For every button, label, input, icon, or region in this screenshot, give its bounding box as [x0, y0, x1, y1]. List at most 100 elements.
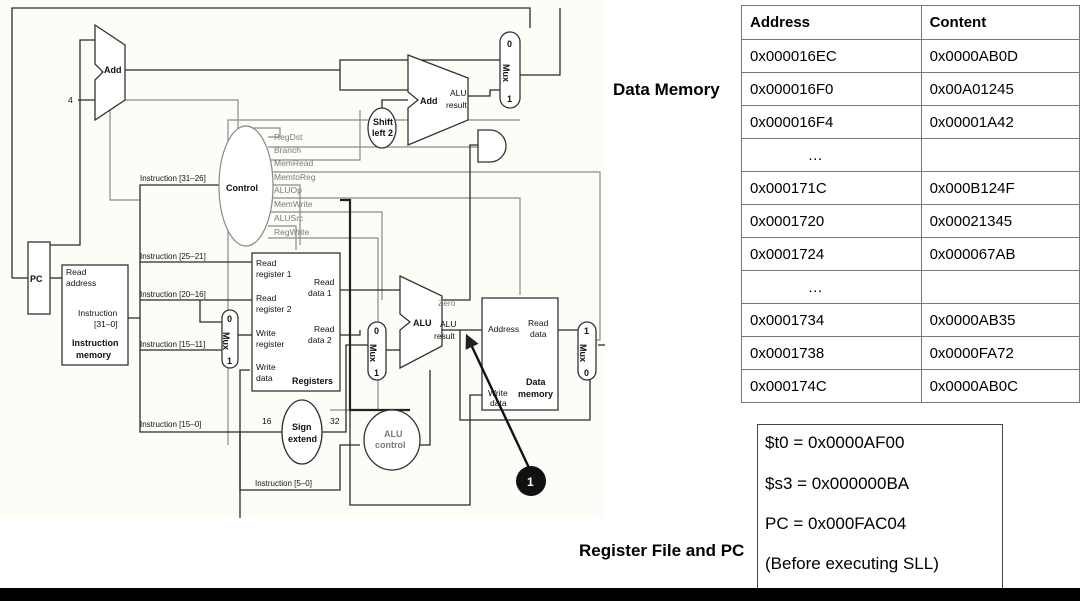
address-cell: 0x000016F0 [741, 72, 922, 106]
header-content: Content [920, 5, 1080, 40]
branch-adder-result-1: ALU [450, 88, 467, 98]
dm-address: Address [488, 324, 519, 334]
im-instruction-2: [31–0] [94, 319, 118, 329]
reg-read-data1-2: data 1 [308, 288, 332, 298]
control-unit: Control RegDst Branch MemRead MemtoReg A… [218, 125, 316, 247]
main-alu-result-1: ALU [440, 319, 457, 329]
shift-label-2: left 2 [372, 128, 393, 138]
mux-memtoreg-1: 1 [584, 326, 589, 336]
content-cell [920, 138, 1080, 172]
content-cell: 0x000067AB [920, 237, 1080, 271]
branch-adder-result-2: result [446, 100, 467, 110]
mux-alusrc-1: 1 [374, 368, 379, 378]
instr-field-rs: Instruction [25–21] [140, 252, 206, 261]
reg-read-data1-1: Read [314, 277, 335, 287]
mux-pc-source-1: 1 [507, 94, 512, 104]
content-cell: 0x00021345 [920, 204, 1080, 238]
dm-write-data-1: Write [488, 388, 508, 398]
control-label: Control [226, 183, 258, 193]
table-row: … [741, 138, 1080, 172]
instruction-fields: Instruction [31–26] Instruction [25–21] … [140, 174, 312, 488]
reg-write-data-1: Write [256, 362, 276, 372]
reg-t0: $t0 = 0x0000AF00 [765, 433, 905, 452]
mux-memtoreg: 1 Mux 0 [577, 321, 597, 381]
register-file-box: $t0 = 0x0000AF00 $s3 = 0x000000BA PC = 0… [757, 424, 1003, 590]
ellipsis-cell: … [741, 270, 922, 304]
im-name-1: Instruction [72, 338, 119, 348]
annotation-marker-label: 1 [527, 475, 534, 489]
ellipsis-cell: … [741, 138, 922, 172]
instr-field-funct: Instruction [5–0] [255, 479, 312, 488]
reg-read-data2-1: Read [314, 324, 335, 334]
shift-left-2: Shift left 2 [367, 107, 397, 149]
data-memory-title: Data Memory [613, 80, 720, 99]
and-gate [477, 129, 507, 163]
header-address: Address [741, 5, 922, 40]
main-alu-zero: Zero [438, 298, 456, 308]
alu-control-2: control [375, 440, 406, 450]
bits-in: 16 [262, 416, 272, 426]
im-name-2: memory [76, 350, 111, 360]
dm-read-data-2: data [530, 329, 547, 339]
mux-pc-source-word: Mux [501, 64, 511, 82]
adder-pc4-label: Add [104, 65, 122, 75]
content-cell: 0x0000AB0C [920, 369, 1080, 403]
dm-read-data-1: Read [528, 318, 549, 328]
data-wires [11, 7, 605, 518]
content-cell: 0x00A01245 [920, 72, 1080, 106]
address-cell: 0x0001724 [741, 237, 922, 271]
signal-regdst: RegDst [274, 132, 303, 142]
reg-write-reg-2: register [256, 339, 285, 349]
shift-label-1: Shift [373, 117, 393, 127]
table-row: … [741, 270, 1080, 304]
mux-memtoreg-0: 0 [584, 368, 589, 378]
reg-write-reg-1: Write [256, 328, 276, 338]
sign-extend-2: extend [288, 434, 317, 444]
content-cell: 0x0000AB35 [920, 303, 1080, 337]
im-instruction-1: Instruction [78, 308, 117, 318]
mux-regdst-0: 0 [227, 314, 232, 324]
main-alu: ALU Zero ALU result [399, 274, 457, 370]
instr-field-op: Instruction [31–26] [140, 174, 206, 183]
data-memory: Address Read data Write data Data memory [481, 297, 559, 411]
signal-memtoreg: MemtoReg [274, 172, 316, 182]
address-cell: 0x0001734 [741, 303, 922, 337]
address-cell: 0x0001720 [741, 204, 922, 238]
reg-note: (Before executing SLL) [765, 554, 939, 573]
reg-write-data-2: data [256, 373, 273, 383]
im-read-address-2: address [66, 278, 96, 288]
branch-adder: Add ALU result [407, 54, 469, 146]
sign-extend: Sign extend 16 32 [262, 399, 340, 465]
signal-branch: Branch [274, 145, 301, 155]
adder-pc4: Add 4 [68, 23, 126, 122]
signal-memwrite: MemWrite [274, 199, 313, 209]
signal-regwrite: RegWrite [274, 227, 310, 237]
mux-regdst-word: Mux [221, 332, 231, 350]
signal-alusrc: ALUSrc [274, 213, 304, 223]
reg-read-reg2-2: register 2 [256, 304, 292, 314]
im-read-address-1: Read [66, 267, 87, 277]
datapath-diagram: Add 4 PC Read address Instruction [31–0]… [0, 0, 605, 518]
content-cell [920, 270, 1080, 304]
alu-control: ALU control [363, 409, 421, 471]
mux-alusrc-word: Mux [368, 344, 378, 362]
instruction-memory: Read address Instruction [31–0] Instruct… [61, 264, 129, 366]
main-alu-result-2: result [434, 331, 455, 341]
const-four: 4 [68, 95, 73, 105]
address-cell: 0x000174C [741, 369, 922, 403]
mux-alusrc-0: 0 [374, 326, 379, 336]
instr-field-imm: Instruction [15–0] [140, 420, 201, 429]
address-cell: 0x000016EC [741, 39, 922, 73]
alu-control-1: ALU [384, 429, 403, 439]
instr-field-rt: Instruction [20–16] [140, 290, 206, 299]
register-file-title: Register File and PC [579, 541, 745, 560]
reg-read-data2-2: data 2 [308, 335, 332, 345]
table-header-row: Address Content [741, 5, 1080, 40]
